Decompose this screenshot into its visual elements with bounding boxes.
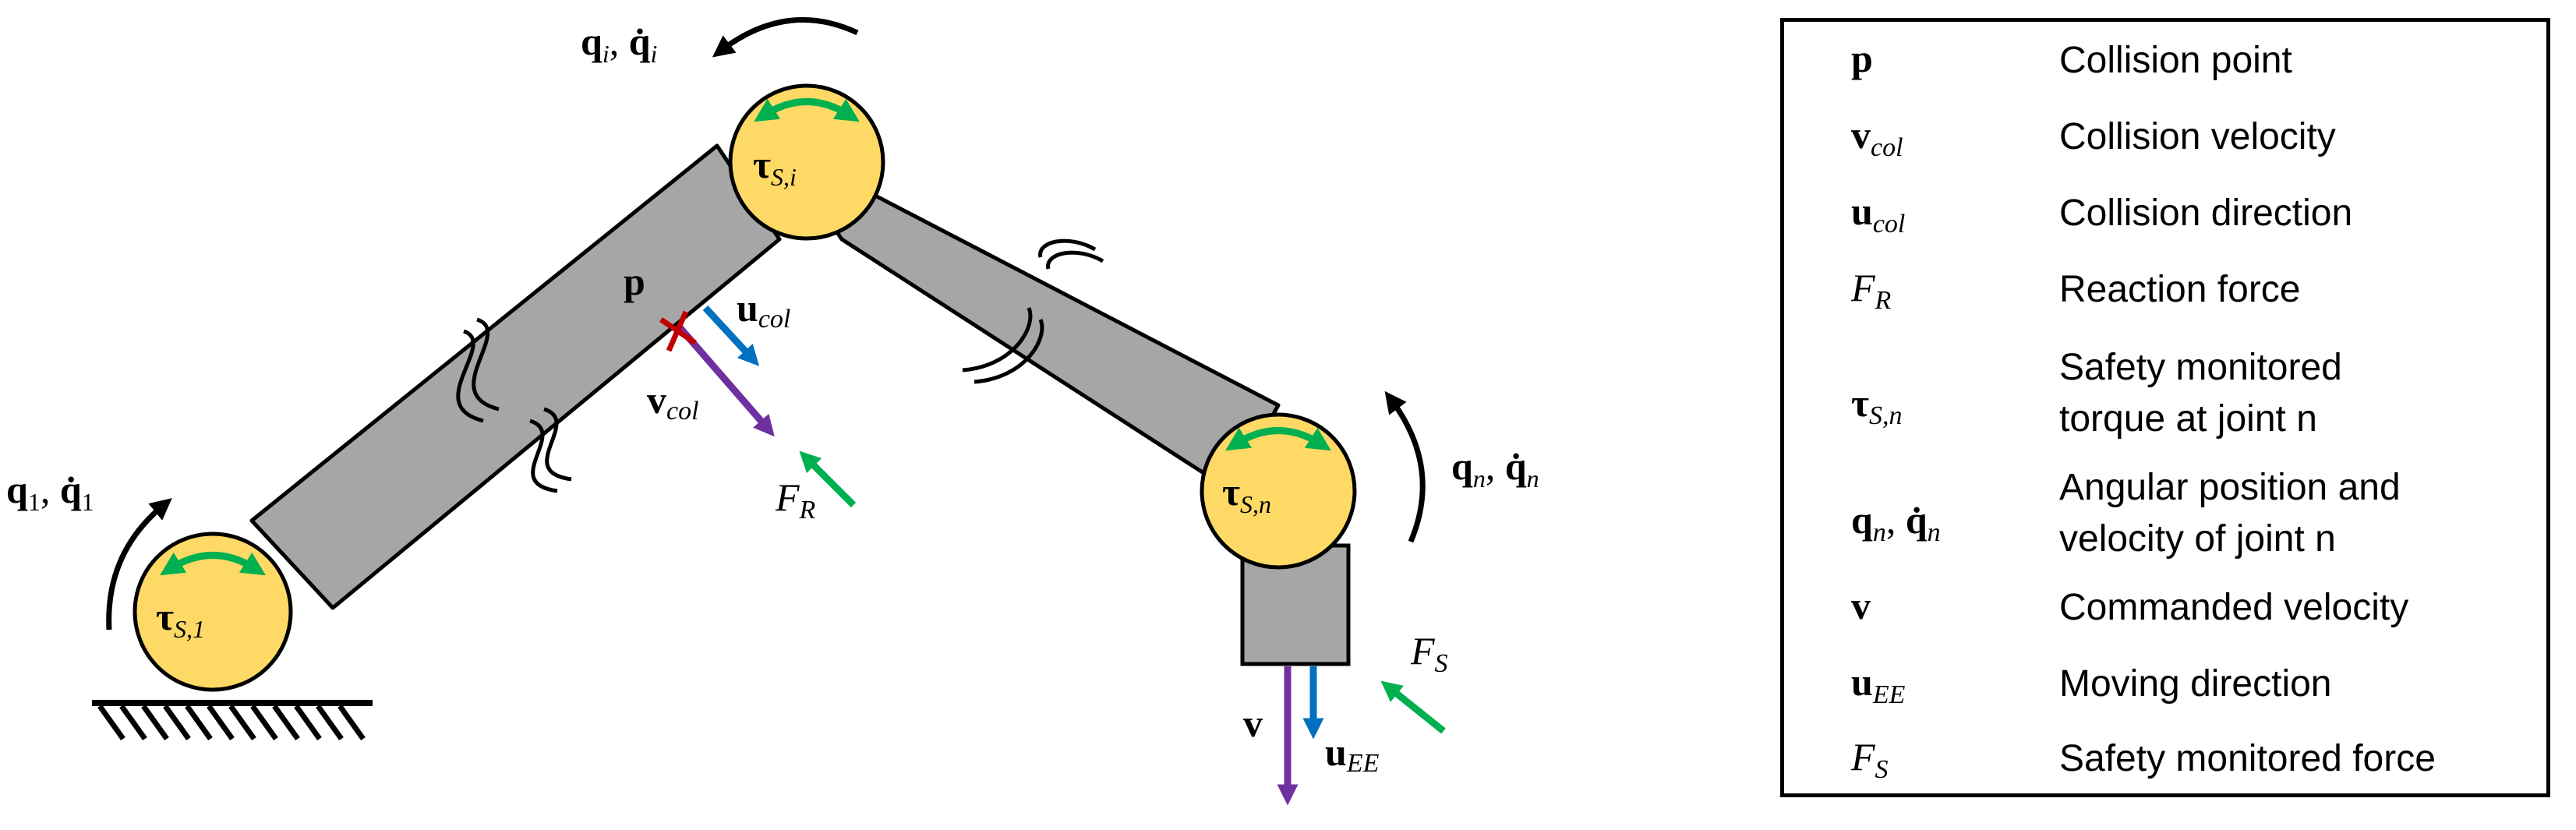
legend-symbol: ucol xyxy=(1851,189,1906,238)
legend-symbol: FR xyxy=(1851,266,1892,315)
legend-description: Reaction force xyxy=(2059,269,2301,310)
label-u-ee: uEE xyxy=(1325,730,1380,778)
legend-box: p Collision point vcol Collision velocit… xyxy=(1780,18,2550,797)
label-f-s: FS xyxy=(1410,629,1448,678)
safety-force-arrow xyxy=(1380,680,1446,734)
legend-description: Moving direction xyxy=(2059,663,2332,705)
legend-description: Commanded velocity xyxy=(2059,587,2409,628)
link-1 xyxy=(249,143,782,610)
ground xyxy=(92,700,373,741)
legend-description-line2: torque at joint n xyxy=(2059,398,2317,440)
link-1-break-mark xyxy=(456,317,572,493)
legend-description: Collision direction xyxy=(2059,192,2353,234)
label-q-i: qi, q̇i xyxy=(581,19,657,68)
legend-description-line2: velocity of joint n xyxy=(2059,518,2336,560)
label-p: p xyxy=(624,260,645,303)
label-v-col: vcol xyxy=(647,378,699,426)
torque-arrow-i xyxy=(754,98,860,122)
label-u-col: ucol xyxy=(737,286,790,334)
legend-symbol: v xyxy=(1851,584,1871,627)
legend-symbol: qn, q̇n xyxy=(1851,498,1941,547)
legend-description: Safety monitored force xyxy=(2059,738,2436,779)
legend-symbol: uEE xyxy=(1851,660,1906,709)
link-2-break-mark xyxy=(962,238,1104,384)
label-tau-si: τS,i xyxy=(753,143,797,191)
legend-symbol: FS xyxy=(1851,735,1889,784)
joint-n xyxy=(1200,412,1357,570)
label-tau-s1: τS,1 xyxy=(156,595,205,643)
legend-symbol: τS,n xyxy=(1851,381,1903,430)
legend-description: Safety monitored xyxy=(2059,347,2342,388)
label-v: v xyxy=(1243,701,1263,745)
rotation-arrow-1 xyxy=(106,498,172,630)
legend-description: Angular position and xyxy=(2059,467,2401,508)
label-f-r: FR xyxy=(775,475,816,524)
label-q-1: q1, q̇1 xyxy=(6,468,94,516)
collision-direction-arrow xyxy=(702,305,760,366)
legend-symbol: vcol xyxy=(1851,113,1903,162)
torque-arrow-1 xyxy=(160,552,266,576)
label-q-n: qn, q̇n xyxy=(1451,444,1539,493)
label-tau-sn: τS,n xyxy=(1222,470,1271,518)
torque-arrow-n xyxy=(1225,427,1331,451)
reaction-force-arrow xyxy=(799,450,857,508)
joint-i xyxy=(728,83,885,241)
collision-point-marker xyxy=(659,310,697,352)
legend-description: Collision velocity xyxy=(2059,116,2336,157)
rotation-arrow-n xyxy=(1384,390,1426,543)
legend-symbol: p xyxy=(1851,37,1873,80)
legend-description: Collision point xyxy=(2059,40,2292,81)
rotation-arrow-i xyxy=(712,17,859,58)
